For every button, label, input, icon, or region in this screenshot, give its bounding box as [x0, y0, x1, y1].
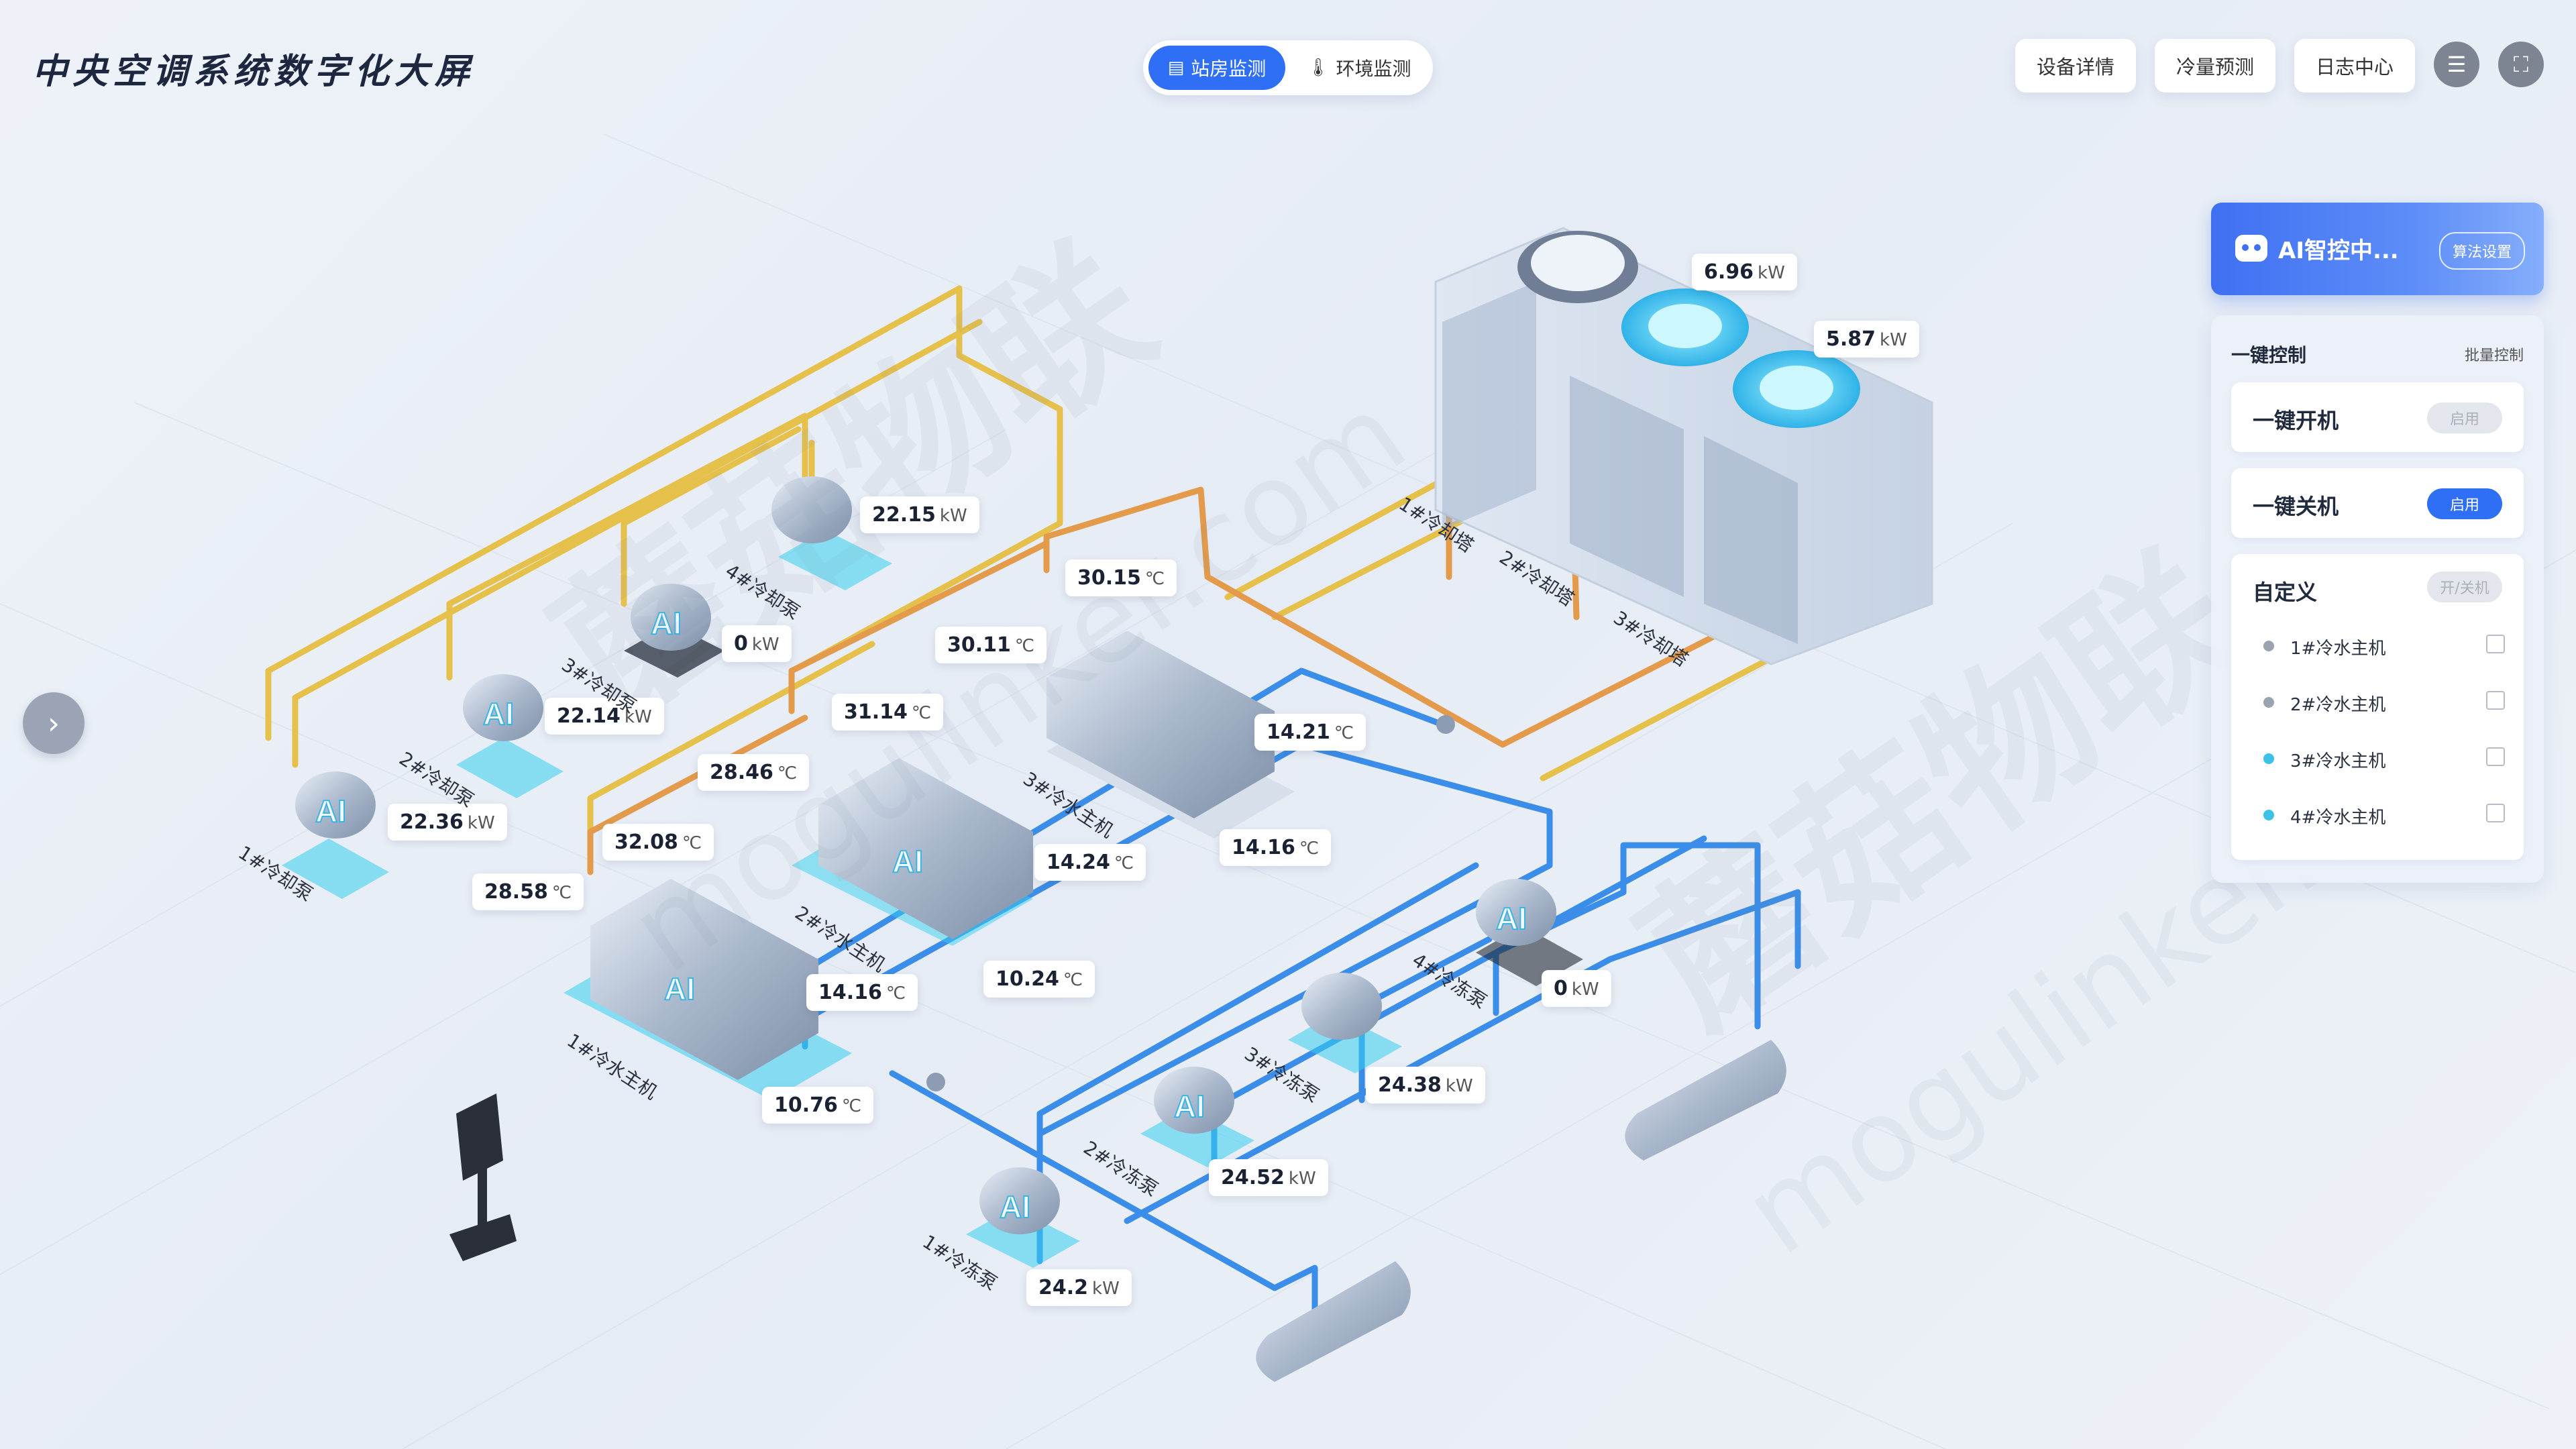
chiller-option[interactable]: 1#冷水主机 [2263, 632, 2505, 659]
tab-label: 站房监测 [1191, 58, 1267, 80]
chiller-checkbox[interactable] [2486, 804, 2505, 822]
chiller-checkbox[interactable] [2486, 747, 2505, 766]
chiller-option[interactable]: 2#冷水主机 [2263, 688, 2505, 715]
cooling-forecast-button[interactable]: 冷量预测 [2155, 39, 2276, 93]
log-center-button[interactable]: 日志中心 [2294, 39, 2416, 93]
chiller-1-temp-c: 14.16℃ [806, 974, 918, 1011]
chiller-3-temp-a: 30.11℃ [935, 627, 1047, 663]
ai-badge: AI [1496, 901, 1527, 936]
chiller-2-temp-b: 31.14℃ [832, 694, 944, 731]
chiller-option[interactable]: 3#冷水主机 [2263, 745, 2505, 771]
status-dot [2263, 641, 2274, 651]
chiller-1-temp-b: 32.08℃ [602, 824, 714, 861]
chiller-1-temp-d: 10.76℃ [762, 1087, 874, 1124]
ai-badge: AI [1000, 1189, 1030, 1224]
batch-control-link[interactable]: 批量控制 [2464, 347, 2524, 364]
tab-station-monitor[interactable]: ▤ 站房监测 [1148, 46, 1285, 90]
ai-badge: AI [1174, 1089, 1205, 1124]
thermometer-icon: 🌡 [1307, 58, 1330, 78]
custom-toggle-button[interactable]: 开/关机 [2427, 572, 2502, 602]
chiller-2-temp-a: 28.46℃ [698, 754, 810, 791]
power-off-card: 一键关机 启用 [2231, 468, 2524, 538]
chiller-option-label: 1#冷水主机 [2290, 639, 2386, 659]
status-dot [2263, 753, 2274, 764]
ai-badge: AI [483, 696, 514, 731]
power-on-label: 一键开机 [2253, 408, 2339, 433]
power-on-card: 一键开机 启用 [2231, 382, 2524, 452]
expand-panel-icon[interactable]: › [23, 692, 85, 754]
ai-badge: AI [892, 844, 923, 879]
ai-control-card: AI智控中... 算法设置 [2211, 203, 2544, 295]
chiller-checkbox[interactable] [2486, 691, 2505, 710]
tab-label: 环境监测 [1336, 58, 1411, 80]
ai-badge: AI [315, 794, 346, 828]
status-dot [2263, 810, 2274, 820]
server-icon: ▤ [1167, 58, 1185, 78]
ai-badge: AI [651, 606, 682, 641]
page-title: 中央空调系统数字化大屏 [32, 52, 476, 92]
algorithm-settings-button[interactable]: 算法设置 [2438, 232, 2525, 270]
mode-switch: ▤ 站房监测 🌡 环境监测 [1143, 40, 1433, 95]
chiller-3-temp-d: 14.16℃ [1220, 829, 1332, 866]
status-dot [2263, 697, 2274, 708]
chiller-2-temp-d: 10.24℃ [983, 961, 1095, 998]
one-key-control-title: 一键控制 [2231, 344, 2307, 366]
chiller-2-temp-c: 14.24℃ [1034, 844, 1146, 881]
chiller-option-label: 4#冷水主机 [2290, 808, 2386, 828]
chiller-option-label: 3#冷水主机 [2290, 751, 2386, 771]
chiller-3-temp-c: 14.21℃ [1254, 714, 1366, 751]
chiller-3-temp-b: 30.15℃ [1065, 559, 1177, 596]
custom-control-card: 自定义 开/关机 1#冷水主机 2#冷水主机 3#冷水主机 4#冷水主机 [2231, 554, 2524, 860]
chiller-checkbox[interactable] [2486, 635, 2505, 653]
menu-icon[interactable]: ☰ [2434, 42, 2479, 87]
chiller-option[interactable]: 4#冷水主机 [2263, 801, 2505, 828]
power-off-enable-button[interactable]: 启用 [2427, 488, 2502, 519]
ai-badge: AI [664, 971, 695, 1006]
chillers [564, 631, 1295, 1100]
power-off-label: 一键关机 [2253, 494, 2339, 519]
control-panel: 一键控制 批量控制 一键开机 启用 一键关机 启用 自定义 开/关机 1#冷水主… [2211, 315, 2544, 883]
chiller-1-temp-a: 28.58℃ [472, 873, 584, 910]
custom-label: 自定义 [2253, 580, 2318, 605]
power-on-enable-button[interactable]: 启用 [2427, 402, 2502, 433]
chiller-option-label: 2#冷水主机 [2290, 695, 2386, 715]
cooling-pumps [282, 476, 892, 899]
tab-environment-monitor[interactable]: 🌡 环境监测 [1292, 46, 1426, 90]
fullscreen-icon[interactable]: ⛶ [2498, 42, 2544, 87]
ai-status: AI智控中... [2278, 237, 2399, 264]
device-details-button[interactable]: 设备详情 [2015, 39, 2137, 93]
robot-icon [2235, 235, 2267, 262]
